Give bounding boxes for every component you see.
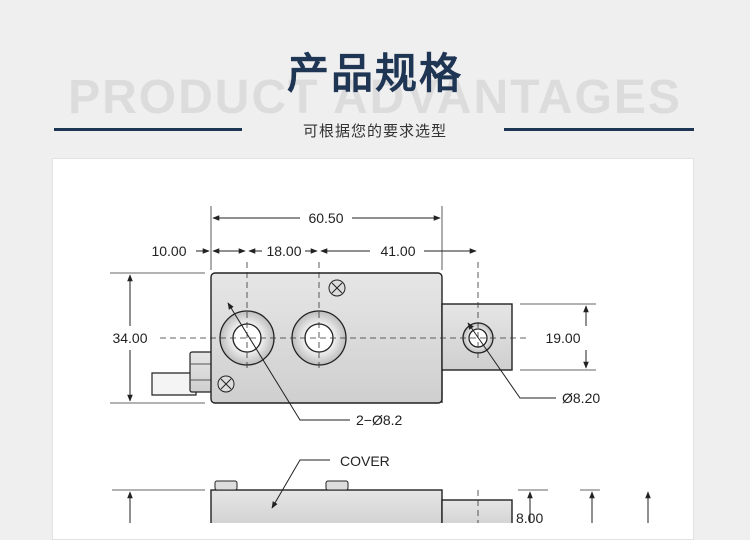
screw-icon <box>217 375 235 393</box>
technical-drawing: 60.50 10.00 18.00 41.00 34.00 19.00 Ø8.2… <box>110 206 651 523</box>
dim-offset-left: 10.00 <box>151 243 186 259</box>
section-title: 产品规格 <box>286 49 463 98</box>
right-divider <box>504 128 694 131</box>
section-header: PRODUCT ADVANTAGES 产品规格 可根据您的要求选型 <box>0 0 750 160</box>
section-subtitle: 可根据您的要求选型 <box>302 122 447 140</box>
screw-icon <box>328 279 346 297</box>
dim-to-right-hole: 41.00 <box>380 243 415 259</box>
dim-overall-length: 60.50 <box>308 210 343 226</box>
dim-right-hole-diameter: Ø8.20 <box>562 390 600 406</box>
load-cell-tab <box>441 303 513 371</box>
dim-two-holes: 2−Ø8.2 <box>356 412 403 428</box>
section-watermark: PRODUCT ADVANTAGES <box>68 71 682 124</box>
dim-tab-height: 19.00 <box>545 330 580 346</box>
dim-hole-spacing: 18.00 <box>266 243 301 259</box>
dim-height: 34.00 <box>112 330 147 346</box>
left-divider <box>54 128 242 131</box>
dim-bottom: 8.00 <box>516 510 543 523</box>
cable <box>151 351 213 396</box>
cover-label: COVER <box>340 453 390 469</box>
side-view <box>112 459 651 523</box>
